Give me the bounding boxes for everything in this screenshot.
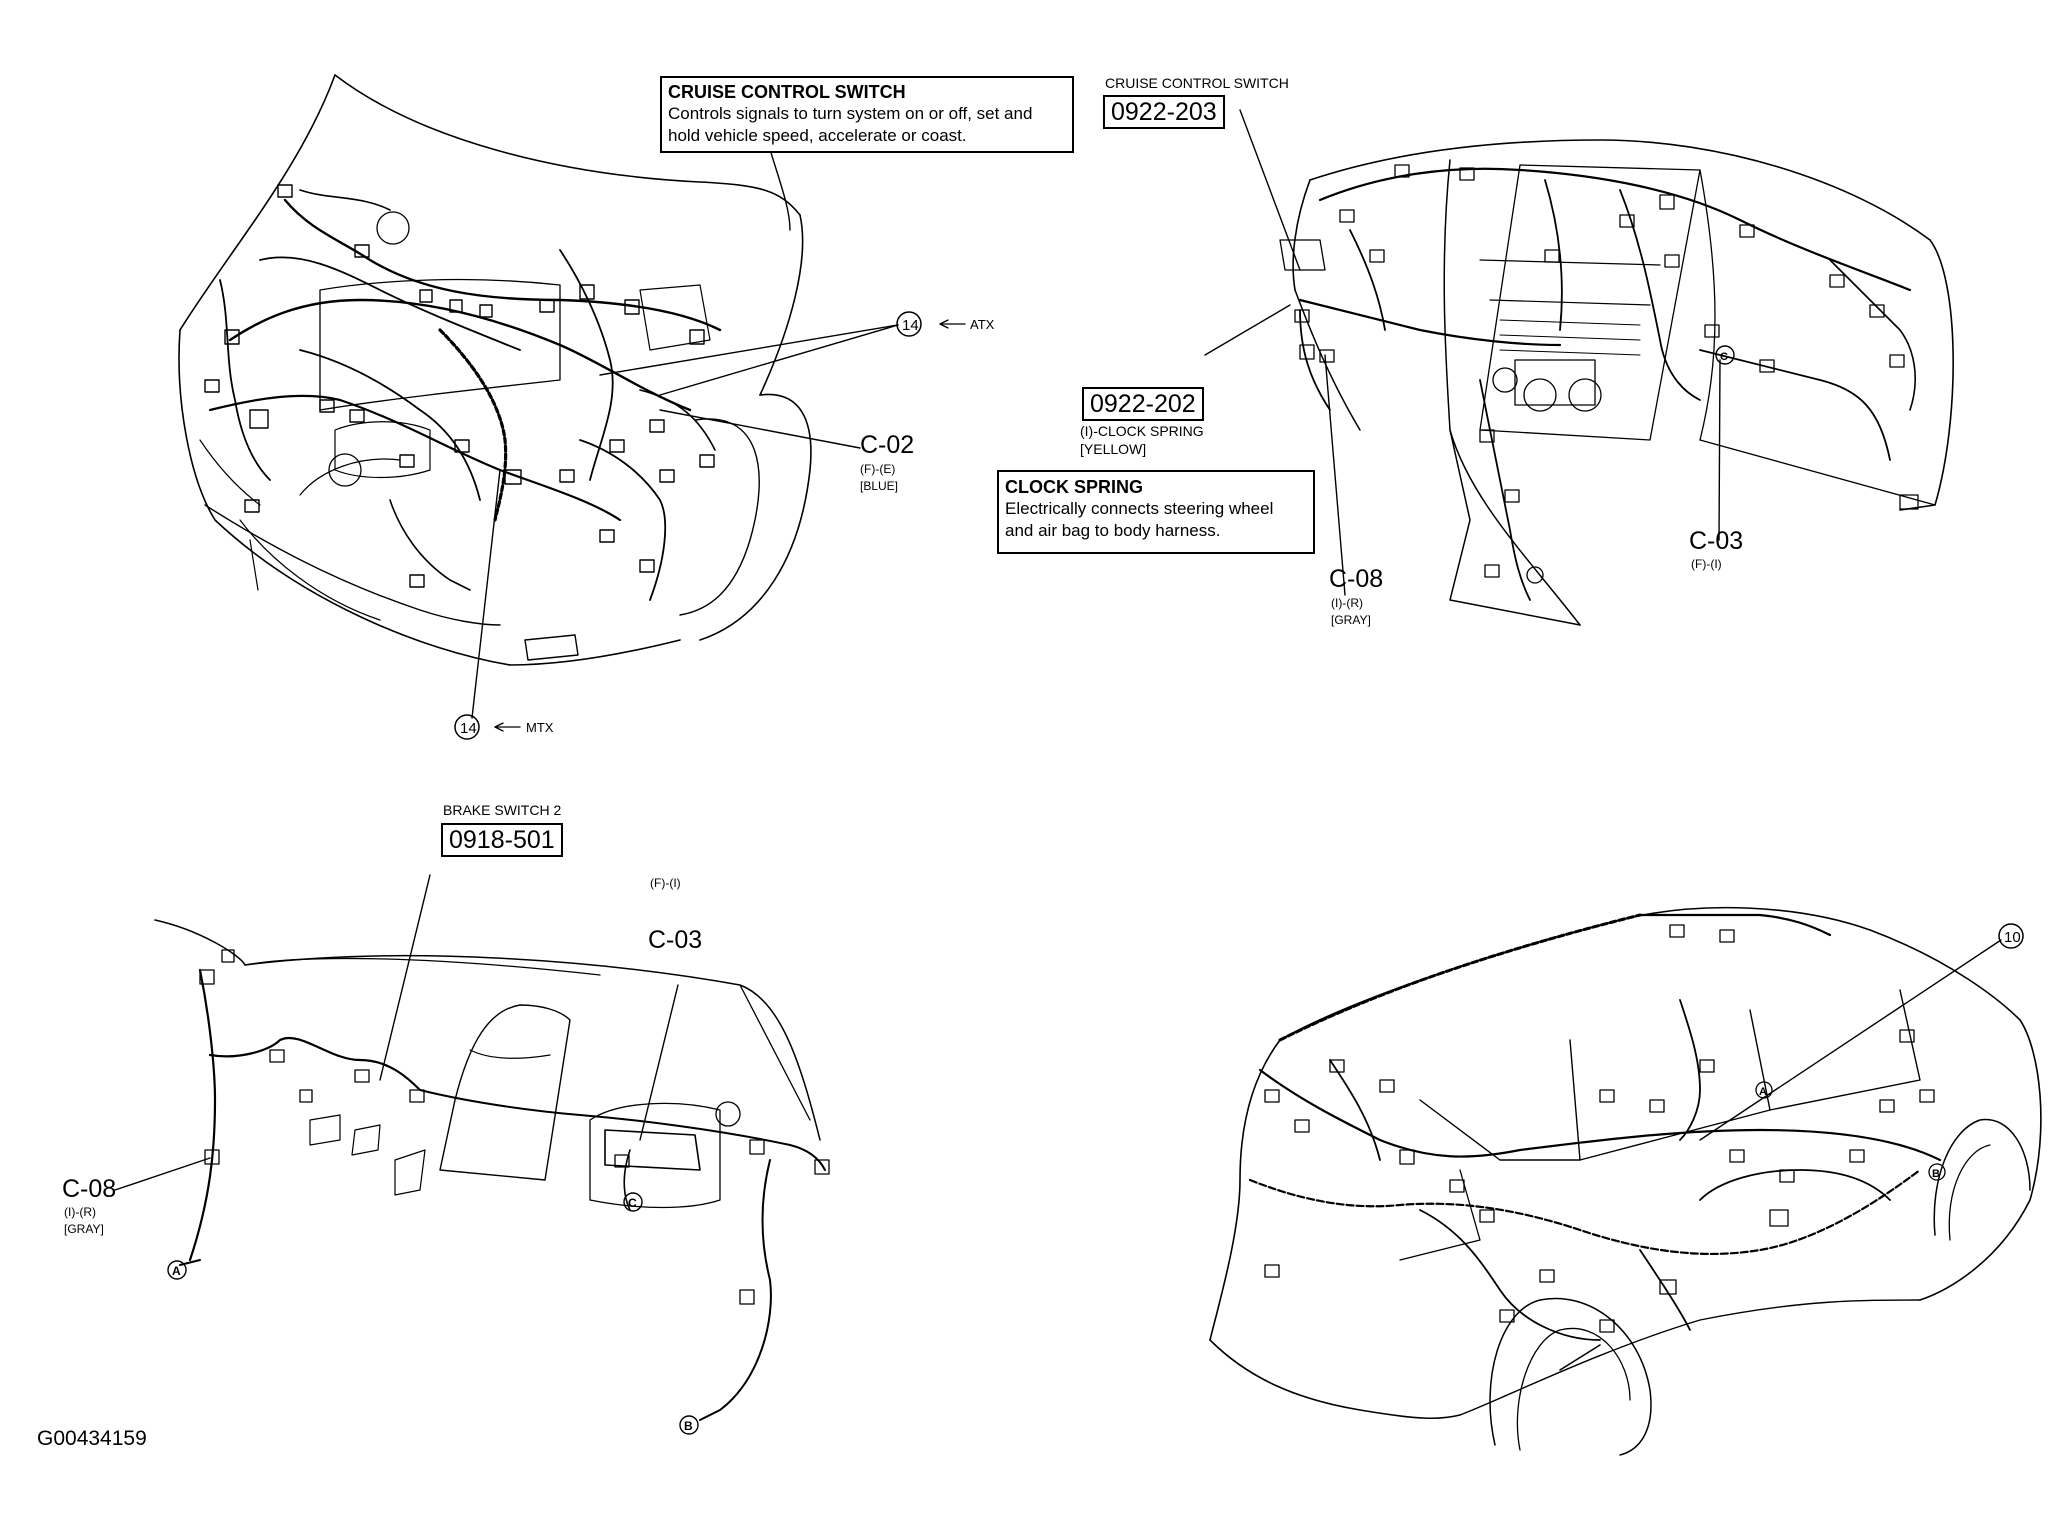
connector-c03-top-sub: (F)-(I) [1691,557,1722,571]
clock-spring-box-desc-line-1: Electrically connects steering wheel [1005,499,1274,518]
connector-c03-bottom-sub: (F)-(I) [650,876,681,890]
cruise-control-box-desc-line-1: Controls signals to turn system on or of… [668,104,1033,123]
connector-c08-top-sub: (I)-(R) [1331,596,1363,610]
connector-c03-top-name: C-03 [1689,527,1744,555]
cruise-control-description-box: CRUISE CONTROL SWITCH Controls signals t… [660,76,1074,153]
cruise-control-box-title: CRUISE CONTROL SWITCH [668,82,906,102]
clock-spring-label: (I)-CLOCK SPRING [1080,423,1204,439]
clock-spring-part-number: 0922-202 [1082,387,1204,421]
connector-c02-color: [BLUE] [860,479,899,493]
dashboard-view: C [1204,109,1954,626]
marker-c-dashboard: C [1720,351,1728,363]
clock-spring-box-title: CLOCK SPRING [1005,477,1144,497]
marker-a-panel: A [172,1264,181,1278]
callout-14-mtx-number: 14 [460,720,477,737]
connector-c02-name: C-02 [860,431,915,459]
figure-id: G00434159 [37,1427,147,1450]
connector-c08-top-color: [GRAY] [1331,613,1371,627]
marker-b-body: B [1932,1168,1940,1180]
marker-a-body: A [1759,1086,1767,1098]
brake-switch-part-number: 0918-501 [441,823,563,857]
engine-compartment-view [178,74,966,740]
vehicle-body-view: A B [1209,906,2042,1456]
connector-c08-top-name: C-08 [1329,565,1384,593]
variant-atx-label: ATX [970,317,995,332]
marker-b-panel: B [684,1419,693,1433]
callout-14-atx-number: 14 [902,317,919,334]
cruise-switch-part-number: 0922-203 [1103,95,1225,129]
clock-spring-description-box: CLOCK SPRING Electrically connects steer… [997,470,1315,554]
connector-c08-bottom-sub: (I)-(R) [64,1205,96,1219]
connector-c08-bottom-name: C-08 [62,1175,117,1203]
connector-c02-sub: (F)-(E) [860,462,896,476]
connector-c08-bottom-color: [GRAY] [64,1222,104,1236]
brake-switch-label: BRAKE SWITCH 2 [443,802,562,818]
clock-spring-color: [YELLOW] [1080,441,1147,457]
marker-c-panel: C [628,1196,637,1210]
connector-c03-bottom-name: C-03 [648,926,703,954]
callout-10-number: 10 [2004,929,2021,946]
variant-mtx-label: MTX [526,720,554,735]
instrument-panel-view: A B C [114,874,830,1435]
cruise-control-box-desc-line-2: hold vehicle speed, accelerate or coast. [668,126,967,145]
clock-spring-box-desc-line-2: and air bag to body harness. [1005,521,1221,540]
cruise-switch-label: CRUISE CONTROL SWITCH [1105,75,1289,91]
